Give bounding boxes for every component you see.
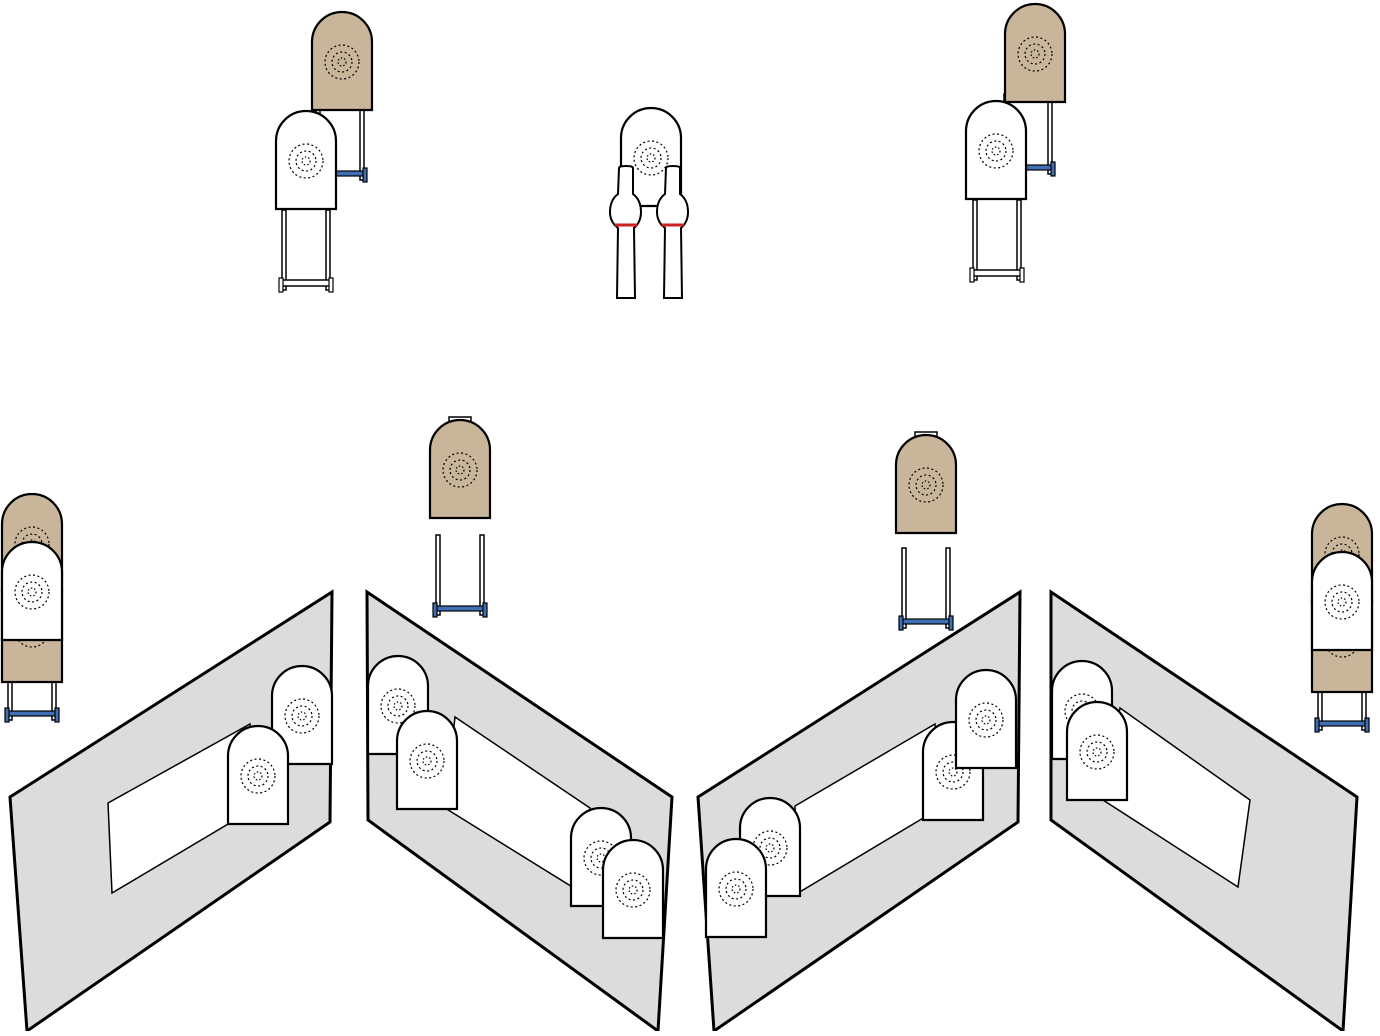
stand-legs (278, 209, 334, 293)
no-shoot-target (430, 420, 490, 518)
popper-icon (608, 164, 643, 299)
no-shoot-target (896, 435, 956, 533)
paper-target (1067, 702, 1127, 800)
barrier-wall-3 (696, 589, 1022, 1034)
paper-target (956, 670, 1016, 768)
paper-target (228, 726, 288, 824)
target-array-far-left (0, 494, 64, 723)
paper-target (706, 839, 766, 937)
no-shoot-stand-right-center (896, 431, 956, 631)
stand-legs (969, 199, 1025, 283)
target-array-far-right (1310, 504, 1374, 733)
paper-target (2, 542, 62, 640)
target-array-top-right (966, 4, 1065, 283)
paper-target (603, 840, 663, 938)
barrier-wall-1 (8, 589, 334, 1034)
paper-target (276, 111, 336, 209)
no-shoot-stand-left-center (430, 416, 490, 618)
paper-target (1312, 552, 1372, 650)
paper-target (966, 101, 1026, 199)
stand-legs (898, 547, 954, 631)
stand-legs (432, 534, 488, 618)
no-shoot-target (1005, 4, 1065, 102)
paper-target (397, 711, 457, 809)
target-array-top-left (276, 12, 372, 293)
no-shoot-target (312, 12, 372, 110)
barrier-wall-2 (365, 589, 674, 1034)
popper-icon (655, 164, 690, 299)
target-array-top-center (608, 108, 690, 299)
